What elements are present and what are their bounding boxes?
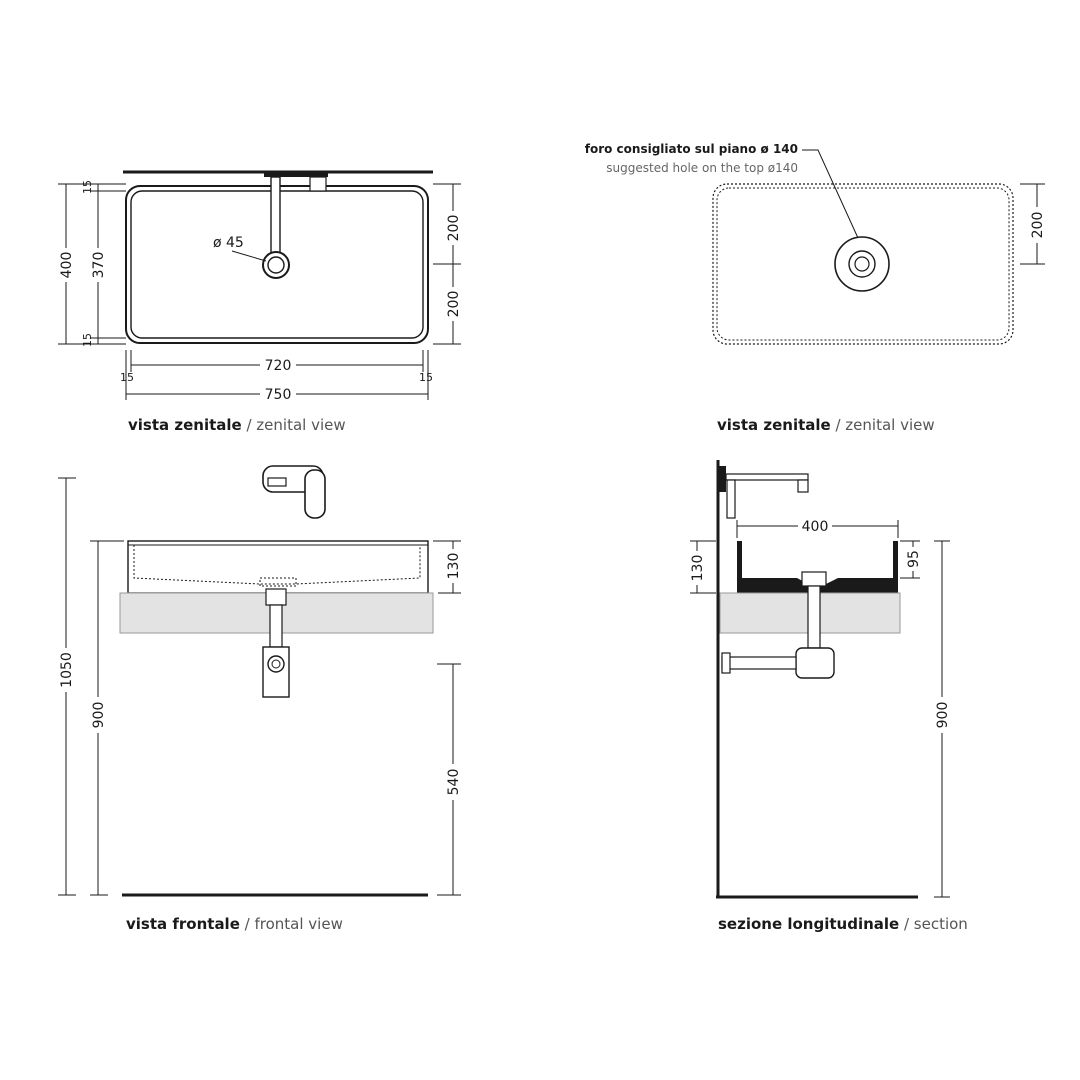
drain-valve [265,588,287,606]
hole-outer [834,236,890,292]
basin-dashed-inner [716,187,1010,341]
dim-label-rim-top: 15 [81,180,94,194]
dim-label-rim-left: 15 [120,371,134,384]
drain-pipe-section [807,585,821,649]
dim-label-95: 95 [906,550,922,568]
dim-label-720: 720 [265,358,292,374]
caption-front: vista frontale / frontal view [126,915,343,933]
dim-label-200-bottom: 200 [446,291,462,318]
section-view: 400 130 95 900 sezione longitudinale / s… [689,460,968,933]
dim-label-400-section: 400 [802,519,829,535]
dim-label-370: 370 [91,252,107,279]
faucet-plate [264,172,328,177]
hole-mid [848,250,876,278]
basin-front [127,540,429,594]
drain-diameter-label: ø 45 [213,235,244,251]
faucet-lever-section [726,479,736,519]
dim-label-900-section: 900 [935,702,951,729]
dim-label-200-top: 200 [446,215,462,242]
caption-section: sezione longitudinale / section [718,915,968,933]
basin-inner-dashed [133,545,421,585]
hole-note-english: suggested hole on the top ø140 [606,161,798,175]
dim-label-750: 750 [265,387,292,403]
dim-label-130-front: 130 [446,553,462,580]
dim-label-400: 400 [59,252,75,279]
hole-note-italian: foro consigliato sul piano ø 140 [585,142,798,156]
dim-label-hole-200: 200 [1030,212,1046,239]
drain-valve-section [801,571,827,587]
basin-dashed-outer [712,183,1014,345]
caption-top-right: vista zenitale / zenital view [717,416,935,434]
drain-pipe [269,604,283,648]
dim-label-540: 540 [446,769,462,796]
faucet-spout [270,176,281,256]
drain-inner [267,256,285,274]
basin-section [737,541,898,593]
dim-label-900-front: 900 [91,702,107,729]
drain-leader [231,250,267,262]
top-view-right: foro consigliato sul piano ø 140 suggest… [585,142,1046,434]
faucet-spout-section [725,473,809,481]
faucet-lever [304,469,326,519]
hole-leader [802,149,859,239]
siphon-section [795,647,835,679]
front-view: 1050 900 130 540 vista frontale / fronta… [58,465,462,933]
caption-top-left: vista zenitale / zenital view [128,416,346,434]
dim-label-1050: 1050 [59,652,75,688]
hole-inner [854,256,870,272]
drain-outer [262,251,290,279]
top-view-left: ø 45 400 370 15 15 200 200 720 750 1 [58,170,462,434]
dim-label-rim-bottom: 15 [81,333,94,347]
faucet-handle [309,176,327,192]
dim-label-rim-right: 15 [419,371,433,384]
faucet-spout-front [267,477,287,487]
dim-label-130-section: 130 [690,555,706,582]
waste-pipe [721,656,797,670]
